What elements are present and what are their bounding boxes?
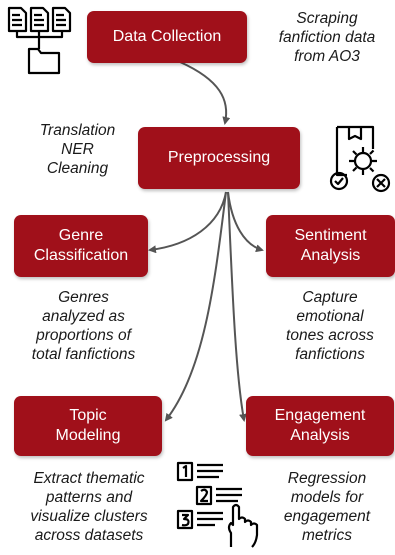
data-collection-note: Scraping fanfiction data from AO3 bbox=[278, 10, 376, 65]
data-collection-node: Data Collection bbox=[87, 11, 247, 63]
documents-to-folder-icon bbox=[7, 6, 72, 75]
sentiment-analysis-node: Sentiment Analysis bbox=[266, 215, 395, 277]
preprocessing-label: Preprocessing bbox=[167, 149, 271, 166]
topic-note: Extract thematic patterns and visualize … bbox=[30, 470, 148, 544]
genre-classification-node: Genre Classification bbox=[14, 215, 148, 277]
numbered-list-click-icon bbox=[176, 461, 259, 548]
preprocessing-note: Translation NER Cleaning bbox=[39, 122, 116, 177]
genre-note: Genres analyzed as proportions of total … bbox=[31, 289, 136, 363]
topic-modeling-label: Topic Modeling bbox=[55, 407, 121, 444]
data-collection-label: Data Collection bbox=[112, 28, 222, 45]
arrow-preprocessing-to-genre bbox=[148, 191, 227, 254]
genre-classification-label: Genre Classification bbox=[33, 227, 129, 264]
arrow-preprocessing-to-engagement bbox=[227, 191, 247, 422]
arrow-preprocessing-to-sentiment bbox=[227, 191, 264, 253]
package-gear-icon bbox=[329, 125, 391, 193]
sentiment-analysis-label: Sentiment Analysis bbox=[294, 227, 367, 264]
arrow-preprocessing-to-topic bbox=[164, 191, 227, 422]
sentiment-note: Capture emotional tones across fanfictio… bbox=[286, 289, 374, 363]
engagement-analysis-node: Engagement Analysis bbox=[246, 396, 394, 456]
arrow-collection-to-preprocessing bbox=[179, 61, 231, 125]
engagement-note: Regression models for engagement metrics bbox=[283, 470, 371, 544]
topic-modeling-node: Topic Modeling bbox=[14, 396, 162, 456]
preprocessing-node: Preprocessing bbox=[138, 127, 300, 189]
engagement-analysis-label: Engagement Analysis bbox=[274, 407, 366, 444]
